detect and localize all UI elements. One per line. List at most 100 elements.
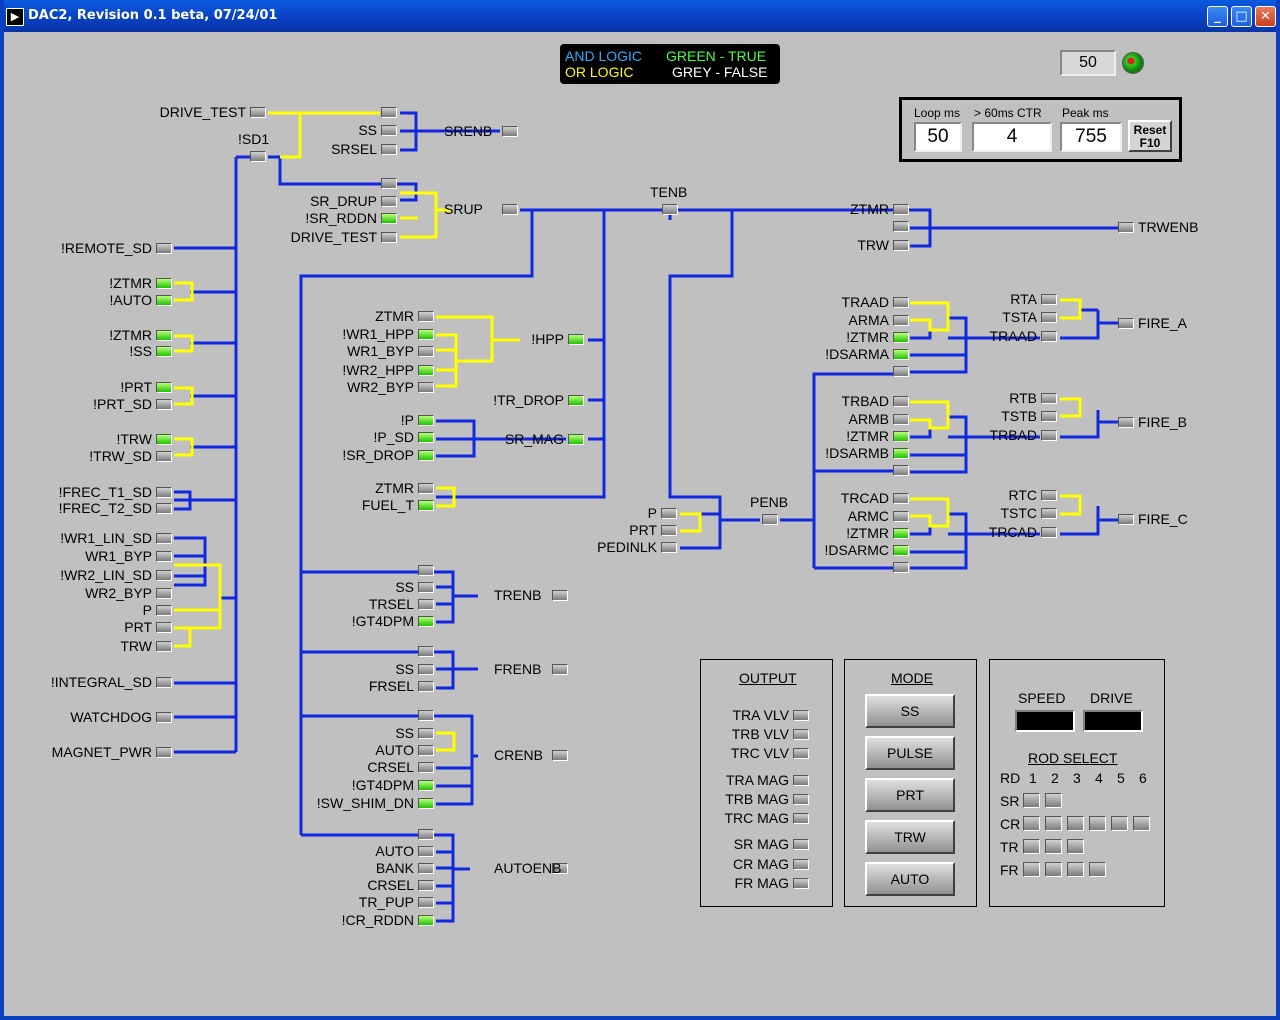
rod-sr-2-button[interactable]	[1045, 793, 1062, 808]
label-rtb: RTB	[1009, 390, 1037, 406]
output-label: TRB VLV	[731, 726, 789, 742]
led-trw2	[156, 641, 172, 652]
rod-fr-4-button[interactable]	[1089, 862, 1106, 877]
label-crenb-ss: SS	[395, 725, 414, 741]
rod-cr-2-button[interactable]	[1045, 816, 1062, 831]
led-rtb	[1041, 393, 1057, 404]
output-label: TRA VLV	[732, 707, 789, 723]
mode-prt-button[interactable]: PRT	[865, 778, 955, 812]
output-led	[793, 729, 809, 740]
rod-cr-5-button[interactable]	[1111, 816, 1128, 831]
led-sr-rddn	[381, 213, 397, 224]
led-ztmr1	[156, 278, 172, 289]
ctr-value: 4	[972, 122, 1052, 152]
rod-cr-6-button[interactable]	[1133, 816, 1150, 831]
label-auto-auto: AUTO	[375, 843, 414, 859]
label-ztmra: !ZTMR	[846, 329, 889, 345]
led-sr-mag	[568, 434, 584, 445]
mode-auto-button[interactable]: AUTO	[865, 862, 955, 896]
label-trbad: TRBAD	[841, 393, 889, 409]
reset-button[interactable]: Reset F10	[1128, 120, 1172, 152]
led-watchdog	[156, 712, 172, 723]
led-srup	[502, 204, 518, 215]
label-dsarma: !DSARMA	[825, 346, 889, 362]
led-crenb-ss	[418, 728, 434, 739]
mode-ss-button[interactable]: SS	[865, 694, 955, 728]
label-wr1-lin: !WR1_LIN_SD	[60, 530, 152, 546]
mode-pulse-button[interactable]: PULSE	[865, 736, 955, 770]
led-trcad2	[1041, 527, 1057, 538]
rod-tr-3-button[interactable]	[1067, 839, 1084, 854]
label-wr1-byp2: WR1_BYP	[347, 343, 414, 359]
label-frec-t1: !FREC_T1_SD	[58, 484, 152, 500]
label-hpp-ztmr: ZTMR	[375, 308, 414, 324]
rod-cr-4-button[interactable]	[1089, 816, 1106, 831]
rod-fr-3-button[interactable]	[1067, 862, 1084, 877]
label-watchdog: WATCHDOG	[70, 709, 152, 725]
label-wr2-byp2: WR2_BYP	[347, 379, 414, 395]
rod-cr-1-button[interactable]	[1023, 816, 1040, 831]
label-remote-sd: !REMOTE_SD	[60, 240, 152, 256]
led-pen-prt	[661, 525, 677, 536]
led-hpp-ztmr	[418, 311, 434, 322]
rod-column-2: 2	[1051, 770, 1059, 786]
led-rtc	[1041, 490, 1057, 501]
led-prt2	[156, 622, 172, 633]
led-sr-drup	[381, 196, 397, 207]
mode-trw-button[interactable]: TRW	[865, 820, 955, 854]
label-hpp: !HPP	[531, 331, 564, 347]
label-tsta: TSTA	[1002, 309, 1037, 325]
led-crenb-auto	[418, 745, 434, 756]
rod-cr-3-button[interactable]	[1067, 816, 1084, 831]
label-prt1: !PRT	[120, 379, 152, 395]
label-sd1: !SD1	[238, 131, 270, 147]
led-trw-in0	[893, 221, 909, 232]
label-trcad: TRCAD	[840, 490, 889, 506]
led-trenb	[552, 590, 568, 601]
mode-title: MODE	[891, 670, 933, 686]
rod-sr-1-button[interactable]	[1023, 793, 1040, 808]
speed-display	[1015, 710, 1075, 732]
led-autoenb	[552, 863, 568, 874]
led-ztmrb	[893, 431, 909, 442]
led-ip-sd	[418, 432, 434, 443]
led-prt1	[156, 382, 172, 393]
led-pedinlk	[661, 542, 677, 553]
label-wr1-hpp: !WR1_HPP	[342, 326, 414, 342]
led-fire-b	[1118, 417, 1134, 428]
label-autoenb: AUTOENB	[494, 860, 562, 876]
led-trbad	[893, 396, 909, 407]
label-crenb: CRENB	[494, 747, 544, 763]
peak-ms-value: 755	[1060, 122, 1122, 152]
rod-tr-2-button[interactable]	[1045, 839, 1062, 854]
minimize-button[interactable]: _	[1207, 6, 1228, 27]
loop-ms-label: Loop ms	[914, 106, 961, 120]
close-button[interactable]: ✕	[1255, 6, 1276, 27]
label-wr1-byp: WR1_BYP	[85, 548, 152, 564]
label-cr-rddn: !CR_RDDN	[341, 912, 414, 928]
led-p1	[156, 605, 172, 616]
rod-fr-1-button[interactable]	[1023, 862, 1040, 877]
led-frec-t2	[156, 503, 172, 514]
window-title: DAC2, Revision 0.1 beta, 07/24/01	[28, 8, 278, 23]
label-armc: ARMC	[847, 508, 889, 524]
rod-row-cr: CR	[1000, 816, 1021, 832]
label-ztmr2: !ZTMR	[109, 327, 152, 343]
led-trenb-in0	[418, 565, 434, 576]
label-ztmr1: !ZTMR	[109, 275, 152, 291]
maximize-button[interactable]: □	[1231, 6, 1252, 27]
led-tstb	[1041, 411, 1057, 422]
led-trw-trw	[893, 240, 909, 251]
label-wr2-lin: !WR2_LIN_SD	[60, 567, 152, 583]
led-tstc	[1041, 508, 1057, 519]
label-frenb-ss: SS	[395, 661, 414, 677]
rod-tr-1-button[interactable]	[1023, 839, 1040, 854]
rod-fr-2-button[interactable]	[1045, 862, 1062, 877]
led-wr2-byp	[156, 588, 172, 599]
led-trenb-ss	[418, 582, 434, 593]
title-bar[interactable]: ▶ DAC2, Revision 0.1 beta, 07/24/01 _ □ …	[0, 0, 1280, 32]
rod-column-3: 3	[1073, 770, 1081, 786]
led-armc	[893, 511, 909, 522]
false-label: GREY - FALSE	[672, 64, 768, 80]
